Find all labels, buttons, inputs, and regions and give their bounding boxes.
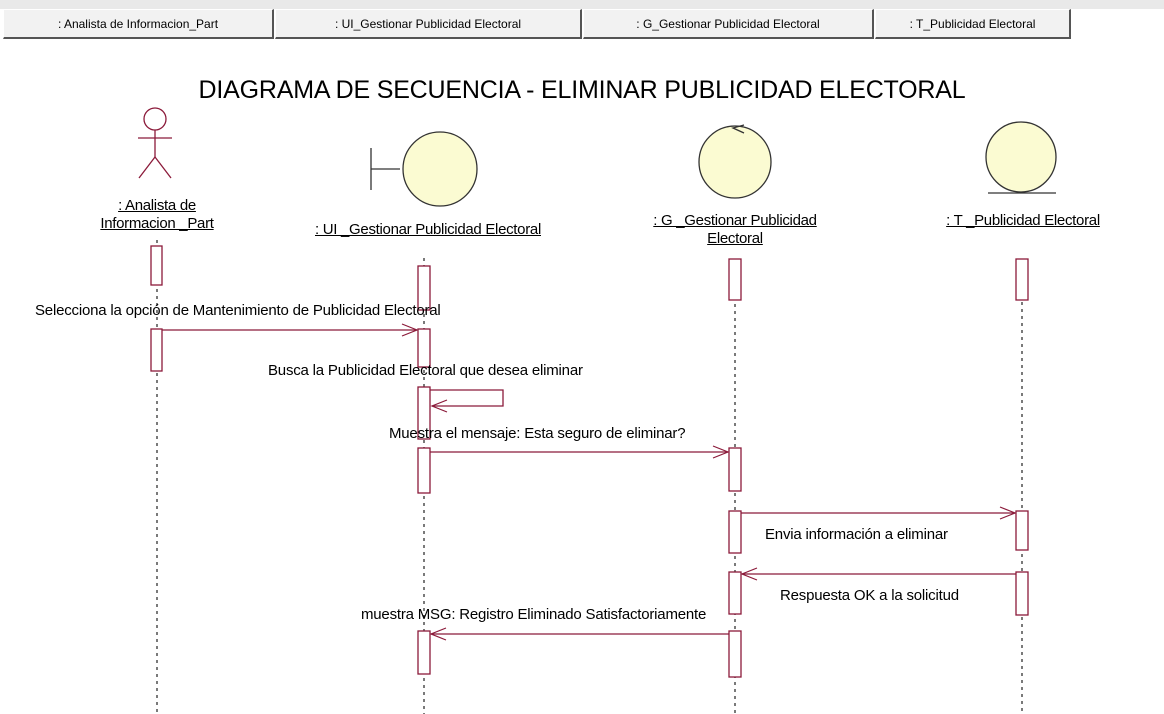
activation-actor-2: [150, 328, 163, 372]
message-arrows: [162, 323, 1017, 641]
message-label-3: Muestra el mensaje: Esta seguro de elimi…: [389, 425, 686, 442]
message-label-4: Envia información a eliminar: [765, 526, 948, 543]
control-label-line1: : G _Gestionar Publicidad: [653, 212, 817, 229]
message-label-5: Respuesta OK a la solicitud: [780, 587, 959, 604]
activation-entity-2: [1015, 510, 1029, 551]
activation-control-2: [728, 447, 742, 492]
tab-ui-gestionar[interactable]: : UI_Gestionar Publicidad Electoral: [275, 9, 582, 39]
activation-control-4: [728, 571, 742, 615]
actor-label-line2: Informacion _Part: [100, 215, 214, 232]
ui-label: : UI _Gestionar Publicidad Electoral: [315, 221, 541, 238]
header-bar: : Analista de Informacion_Part : UI_Gest…: [0, 0, 1164, 42]
control-label-line2: Electoral: [707, 230, 763, 247]
actor-label: : Analista de Informacion _Part: [87, 197, 227, 233]
activation-ui-3: [417, 386, 431, 440]
activation-control-1: [728, 258, 742, 301]
control-label: : G _Gestionar Publicidad Electoral: [620, 212, 850, 248]
tab-t-publicidad[interactable]: : T_Publicidad Electoral: [875, 9, 1071, 39]
activation-ui-4: [417, 447, 431, 494]
activation-control-5: [728, 630, 742, 678]
boundary-icon[interactable]: [370, 131, 478, 207]
activation-entity-1: [1015, 258, 1029, 301]
tab-g-gestionar[interactable]: : G_Gestionar Publicidad Electoral: [583, 9, 874, 39]
activation-ui-1: [417, 265, 431, 311]
activation-ui-2: [417, 328, 431, 368]
entity-label: : T _Publicidad Electoral: [946, 212, 1100, 229]
message-label-1: Selecciona la opción de Mantenimiento de…: [35, 302, 441, 319]
activations: [150, 245, 1029, 678]
actor-label-line1: : Analista de: [118, 197, 196, 214]
tab-analista[interactable]: : Analista de Informacion_Part: [3, 9, 274, 39]
header-strip: [0, 0, 1164, 9]
activation-control-3: [728, 510, 742, 554]
entity-icon[interactable]: [985, 121, 1057, 194]
activation-entity-3: [1015, 571, 1029, 616]
actor-icon[interactable]: [138, 107, 172, 179]
control-icon[interactable]: [698, 124, 772, 199]
message-label-2: Busca la Publicidad Electoral que desea …: [268, 362, 583, 379]
activation-actor-1: [150, 245, 163, 286]
diagram-title: DIAGRAMA DE SECUENCIA - ELIMINAR PUBLICI…: [198, 76, 966, 104]
message-label-6: muestra MSG: Registro Eliminado Satisfac…: [361, 606, 707, 623]
message-arrow-2: [430, 389, 504, 413]
activation-ui-5: [417, 630, 431, 675]
